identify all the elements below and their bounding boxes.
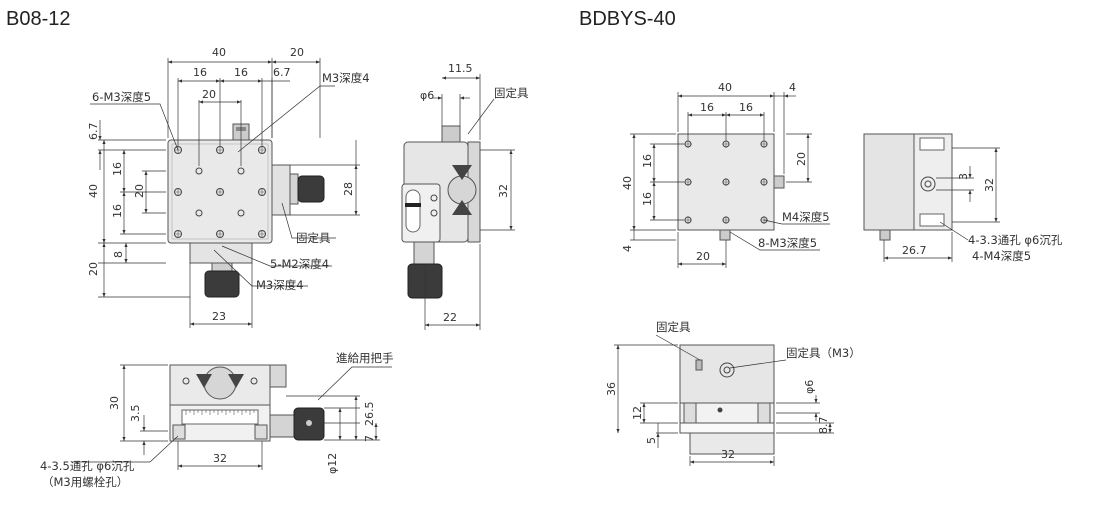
bdbys-front-label-fixture-m3: 固定具（M3） [786,346,861,360]
title-bdbys-40: BDBYS-40 [579,8,676,30]
b08-side-dim-32: 32 [497,184,510,198]
b08-dim-v20b: 20 [87,262,100,276]
b08-side-dim-22: 22 [443,311,457,324]
b08-side-view: 11.5 φ6 固定具 32 22 [401,62,529,330]
bdbys-dim-v16b: 16 [641,192,654,206]
b08-side-label-fixture: 固定具 [494,86,529,100]
b08-side-dim-phi6: φ6 [420,89,434,102]
b08-front-label-feed-handle: 進給用把手 [336,351,394,365]
b08-bottom-knob [204,270,240,298]
bdbys-side-note-m4: 4-M4深度5 [972,249,1031,263]
b08-right-knob [297,175,325,203]
bdbys-dim-16b: 16 [739,101,753,114]
title-b08-12: B08-12 [6,8,71,30]
bdbys-dim-v16a: 16 [641,154,654,168]
b08-label-m3-bottom: M3深度4 [256,278,304,292]
bdbys-dim-v40: 40 [621,176,634,190]
b08-side-dim-11-5: 11.5 [448,62,473,75]
bdbys-front-dim-32: 32 [721,448,735,461]
b08-dim-v6-7: 6.7 [87,123,100,141]
b08-dim-16a: 16 [193,66,207,79]
bdbys-dim-40: 40 [718,81,732,94]
bdbys-dim-v20: 20 [795,152,808,166]
bdbys-side-dim-32: 32 [983,178,996,192]
bdbys-label-m4: M4深度5 [782,210,830,224]
b08-front-dim-32: 32 [213,452,227,465]
bdbys-side-body [863,133,915,231]
bdbys-side-note-holes: 4-3.3通孔 φ6沉孔 [968,233,1063,247]
bdbys-front-dim-36: 36 [605,382,618,396]
b08-label-6-m3: 6-M3深度5 [92,90,151,104]
bdbys-side-view: 3 32 26.7 4-3.3通孔 φ6沉孔 4-M4深度5 [863,133,1063,263]
bdbys-front-dim-phi6: φ6 [803,380,816,394]
bdbys-front-view: 固定具 固定具（M3） 36 12 5 φ6 8.7 32 [605,320,861,466]
bdbys-dim-4: 4 [789,81,796,94]
b08-dim-v8: 8 [112,251,125,258]
bdbys-dim-v4: 4 [621,245,634,252]
bdbys-side-dim-3: 3 [957,173,970,180]
b08-dim-v20: 20 [133,184,146,198]
b08-dim-20: 20 [290,46,304,59]
b08-top-view: 40 20 16 16 20 6.7 6.7 40 16 16 20 28 8 … [87,46,370,328]
b08-label-fixture: 固定具 [296,231,331,245]
b08-label-5-m2: 5-M2深度4 [270,257,329,271]
b08-label-m3-top: M3深度4 [322,71,370,85]
b08-dim-40: 40 [212,46,226,59]
bdbys-top-view: 40 4 16 16 40 16 16 20 4 20 M4深度5 8-M3深度… [621,81,830,268]
b08-front-note-bolt: （M3用螺栓孔） [42,475,128,489]
b08-front-dim-26-5: 26.5 [363,402,376,427]
b08-front-dim-7: 7 [363,435,376,442]
bdbys-front-dim-12: 12 [631,406,644,420]
b08-dim-v40: 40 [87,184,100,198]
b08-front-view: 30 3.5 32 26.5 7 φ12 進給用把手 4-3.5通孔 φ6沉孔 … [40,351,394,489]
b08-dim-v16b: 16 [111,204,124,218]
bdbys-front-dim-8-7: 8.7 [817,417,830,435]
b08-dim-v16a: 16 [111,162,124,176]
b08-front-dim-30: 30 [108,396,121,410]
b08-front-note-holes: 4-3.5通孔 φ6沉孔 [40,459,135,473]
b08-dim-23: 23 [212,310,226,323]
bdbys-front-label-fixture: 固定具 [656,320,691,334]
b08-dim-v28: 28 [342,182,355,196]
bdbys-front-upper [679,344,775,404]
bdbys-label-8-m3: 8-M3深度5 [758,236,817,250]
b08-front-dim-phi12: φ12 [326,453,339,474]
b08-right-clamp [271,164,291,216]
b08-dim-6-7: 6.7 [273,66,291,79]
bdbys-front-dim-5: 5 [645,437,658,444]
bdbys-dim-h20: 20 [696,250,710,263]
bdbys-side-dim-26-7: 26.7 [902,244,927,257]
bdbys-dim-16a: 16 [700,101,714,114]
b08-dim-16b: 16 [234,66,248,79]
b08-front-dim-3-5: 3.5 [129,405,142,423]
b08-dim-20-inner: 20 [202,88,216,101]
